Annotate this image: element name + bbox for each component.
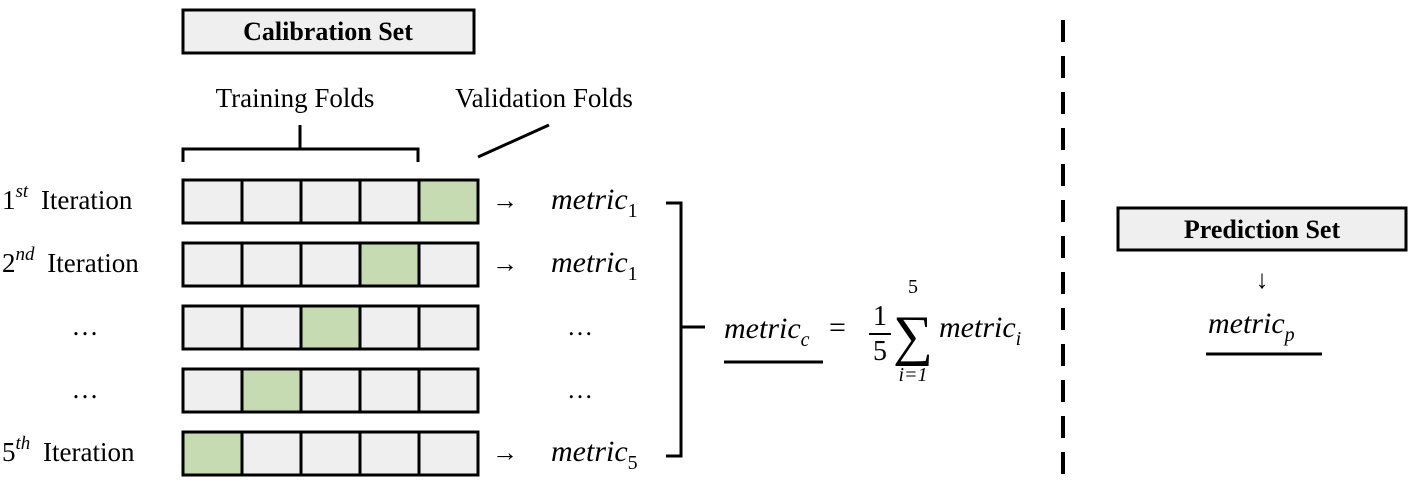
row-metric-ellipsis: … [567, 375, 593, 404]
training-fold-cell [181, 178, 244, 225]
prediction-set-title: Prediction Set [1184, 215, 1341, 244]
formula-lhs-base: metric [724, 312, 801, 345]
fold-row-2: 2nd Iteration → metric1 [2, 241, 638, 288]
metric-c-formula: metricc = 1 5 5 ∑ i=1 metrici [724, 276, 1021, 386]
training-fold-cell [417, 367, 480, 414]
calibration-set-box [181, 8, 476, 55]
iteration-ordinal-suffix: th [16, 433, 31, 454]
iteration-number: 2 [2, 248, 16, 278]
fold-row-1: 1st Iteration→metric1 [2, 178, 638, 225]
row-arrow: → [492, 186, 518, 215]
formula-equals: = [829, 311, 846, 344]
calibration-set-title: Calibration Set [243, 17, 413, 46]
training-fold-cell [299, 178, 362, 225]
training-fold-cell [181, 367, 244, 414]
iteration-label: … [72, 311, 99, 341]
iteration-word: Iteration [41, 248, 140, 278]
iteration-label: 1st Iteration [2, 181, 133, 215]
training-fold-cell [240, 241, 303, 288]
prediction-set-box [1116, 206, 1408, 252]
iteration-ordinal-suffix: st [16, 181, 29, 202]
iteration-label: 5th Iteration [2, 433, 135, 467]
training-fold-cell [181, 304, 244, 351]
validation-fold-cell [358, 241, 421, 288]
row-metric-base: metric [551, 246, 628, 279]
validation-fold-cell [299, 304, 362, 351]
row-metric: metric5 [551, 435, 638, 474]
fold-row-5: 5th Iteration→metric5 [2, 430, 638, 477]
prediction-metric-sub: p [1283, 324, 1295, 346]
validation-fold-cell [181, 430, 244, 477]
iteration-number: 1 [2, 185, 16, 215]
validation-fold-cell [240, 367, 303, 414]
fold-row-4: …… [72, 367, 593, 414]
iteration-label: … [72, 374, 99, 404]
iteration-label: 2nd Iteration [2, 244, 139, 278]
fold-row-3: …… [72, 304, 593, 351]
row-metric: metric1 [551, 246, 638, 285]
training-fold-cell [299, 367, 362, 414]
training-fold-cell [240, 178, 303, 225]
training-fold-cell [417, 430, 480, 477]
row-metric: metric1 [551, 183, 638, 222]
training-fold-cell [358, 430, 421, 477]
validation-pointer-line [477, 123, 550, 159]
row-metric-sub: 1 [628, 263, 638, 285]
prediction-metric: metricp [1208, 307, 1295, 346]
formula-fraction-numerator: 1 [873, 301, 887, 332]
iteration-word: Iteration [36, 437, 135, 467]
prediction-metric-base: metric [1208, 307, 1285, 340]
validation-folds-label: Validation Folds [455, 83, 633, 113]
training-fold-cell [358, 304, 421, 351]
row-metric-sub: 5 [628, 452, 638, 474]
training-folds-brace [181, 125, 420, 162]
row-metric-ellipsis: … [567, 312, 593, 341]
training-folds-label: Training Folds [216, 83, 375, 113]
training-fold-cell [358, 178, 421, 225]
row-arrow: → [492, 438, 518, 467]
training-fold-cell [240, 430, 303, 477]
formula-lhs: metricc [724, 312, 810, 351]
row-metric-sub: 1 [628, 200, 638, 222]
training-fold-cell [240, 304, 303, 351]
row-metric-base: metric [551, 183, 628, 216]
training-fold-cell [299, 430, 362, 477]
formula-term: metrici [939, 311, 1021, 350]
metrics-bracket [666, 201, 705, 458]
training-fold-cell [358, 367, 421, 414]
row-arrow: → [492, 249, 518, 278]
training-fold-cell [299, 241, 362, 288]
formula-term-sub: i [1016, 328, 1022, 350]
iteration-number: 5 [2, 437, 16, 467]
validation-fold-cell [417, 178, 480, 225]
formula-fraction-denominator: 5 [873, 336, 887, 367]
training-fold-cell [417, 304, 480, 351]
formula-sum-symbol: ∑ [893, 305, 933, 367]
formula-term-base: metric [939, 311, 1016, 344]
prediction-down-arrow: ↓ [1256, 265, 1269, 294]
training-fold-cell [417, 241, 480, 288]
iteration-word: Iteration [34, 185, 133, 215]
training-fold-cell [181, 241, 244, 288]
row-metric-base: metric [551, 435, 628, 468]
iteration-ordinal-suffix: nd [16, 244, 36, 265]
formula-lhs-sub: c [801, 329, 810, 351]
formula-sum-upper: 5 [908, 276, 918, 298]
formula-sum-lower: i=1 [898, 364, 927, 386]
